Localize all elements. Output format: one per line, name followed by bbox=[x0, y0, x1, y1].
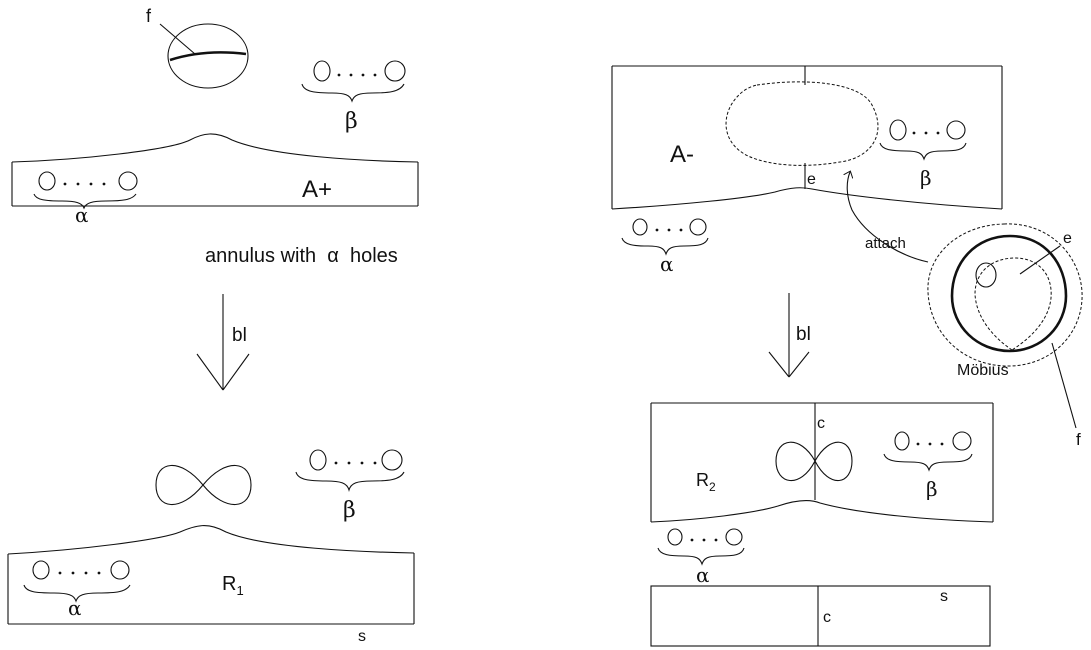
brace bbox=[33, 193, 137, 210]
brace bbox=[621, 237, 709, 256]
hole bbox=[725, 528, 743, 546]
region-A-minus bbox=[611, 65, 1003, 210]
label-R1: R1 bbox=[222, 573, 244, 598]
disk bbox=[167, 23, 249, 89]
hole bbox=[32, 560, 50, 580]
dot bbox=[361, 73, 365, 77]
hole bbox=[946, 120, 966, 140]
leader-f bbox=[159, 23, 196, 55]
label-s: s bbox=[358, 628, 366, 645]
brace bbox=[879, 142, 967, 161]
annulus-caption: annulus with α holes bbox=[205, 245, 398, 267]
label-beta: β bbox=[920, 166, 932, 190]
alpha-holes-top-right: α bbox=[621, 218, 709, 276]
arc-f bbox=[169, 51, 247, 62]
R1-base: R bbox=[222, 573, 236, 595]
hole bbox=[975, 262, 997, 288]
hole bbox=[632, 218, 648, 236]
hole bbox=[309, 449, 327, 471]
label-c: c bbox=[817, 415, 825, 432]
hole bbox=[952, 431, 972, 451]
region-R1 bbox=[7, 525, 415, 625]
label-s: s bbox=[940, 588, 948, 605]
label-alpha: α bbox=[68, 596, 82, 620]
core-circle-f bbox=[950, 234, 1068, 353]
hole bbox=[381, 449, 403, 471]
R2-base: R bbox=[696, 470, 709, 490]
outer-dashed-boundary bbox=[927, 223, 1083, 367]
figure-eight bbox=[155, 464, 252, 506]
label-f-top: f bbox=[146, 6, 152, 26]
label-attach: attach bbox=[865, 235, 906, 252]
label-beta: β bbox=[343, 498, 356, 523]
blowup-arrow-left: bl bbox=[196, 294, 250, 391]
hole bbox=[894, 431, 910, 451]
region-s-strip bbox=[650, 585, 991, 647]
hole bbox=[118, 171, 138, 191]
mobius-band: e f Möbius bbox=[927, 223, 1083, 449]
alpha-holes-bottom-left: α bbox=[23, 560, 131, 620]
label-bl: bl bbox=[232, 325, 247, 346]
inner-dashed-loop bbox=[974, 257, 1052, 351]
label-mobius: Möbius bbox=[957, 362, 1009, 379]
bump-boundary bbox=[611, 187, 1003, 210]
label-f-mobius: f bbox=[1076, 430, 1081, 449]
label-A-minus: A- bbox=[670, 141, 694, 168]
alpha-holes-bottom-right: α bbox=[657, 528, 745, 587]
label-A-plus: A+ bbox=[302, 176, 332, 203]
label-e-mobius: e bbox=[1063, 230, 1072, 247]
label-beta: β bbox=[926, 477, 938, 501]
dot bbox=[373, 73, 377, 77]
hole bbox=[889, 119, 907, 141]
label-R2: R2 bbox=[696, 470, 716, 494]
dot bbox=[349, 73, 353, 77]
label-c: c bbox=[823, 609, 831, 626]
R2-subscript: 2 bbox=[709, 480, 716, 494]
hole bbox=[689, 218, 707, 236]
label-e: e bbox=[807, 171, 816, 188]
label-alpha: α bbox=[660, 252, 674, 276]
beta-holes-bottom-left: β bbox=[295, 449, 405, 523]
bump-boundary bbox=[11, 133, 419, 163]
blowup-arrow-right: bl bbox=[768, 293, 811, 378]
hole bbox=[38, 171, 56, 191]
region-R2 bbox=[650, 402, 994, 523]
label-alpha: α bbox=[696, 563, 710, 587]
R1-subscript: 1 bbox=[236, 583, 243, 598]
hole bbox=[313, 60, 331, 82]
attach-arrow: attach bbox=[847, 172, 929, 263]
beta-holes-top-left: β bbox=[301, 60, 406, 134]
label-bl: bl bbox=[796, 324, 811, 345]
hole bbox=[667, 528, 683, 546]
hole bbox=[110, 560, 130, 580]
hole bbox=[384, 60, 406, 82]
beta-holes-bottom-right: β bbox=[883, 431, 973, 501]
beta-holes-top-right: β bbox=[879, 119, 967, 190]
label-alpha: α bbox=[75, 203, 89, 227]
brace bbox=[23, 584, 131, 603]
bump-boundary bbox=[7, 525, 415, 555]
figure-eight-vertical bbox=[775, 441, 853, 482]
bump-boundary bbox=[650, 500, 994, 523]
leader-f bbox=[1051, 342, 1077, 429]
disk-with-arc-f: f bbox=[146, 6, 249, 89]
label-beta: β bbox=[345, 109, 358, 134]
leader-e bbox=[1019, 245, 1061, 275]
dashed-disk bbox=[725, 81, 879, 166]
brace bbox=[883, 453, 973, 472]
brace bbox=[657, 547, 745, 566]
region-A-plus bbox=[11, 133, 419, 207]
brace bbox=[295, 471, 405, 492]
brace bbox=[301, 83, 405, 103]
dot bbox=[337, 73, 341, 77]
alpha-holes-top-left: α bbox=[33, 171, 138, 227]
